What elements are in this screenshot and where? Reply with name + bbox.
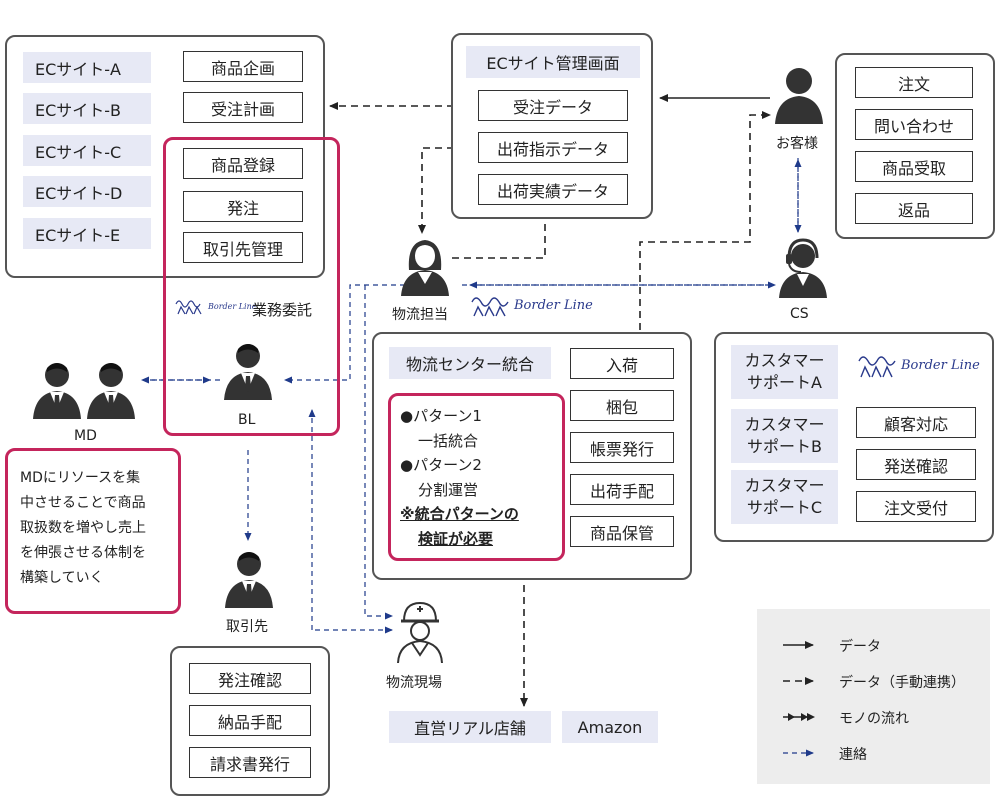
bl-person-icon — [224, 344, 272, 400]
border-line-logo: Border Line — [174, 296, 257, 316]
md-person-icon — [33, 363, 81, 419]
legend-panel: データ データ（手動連携） モノの流れ 連絡 — [757, 609, 990, 784]
cs-team: カスタマーサポートA — [731, 345, 838, 399]
border-line-logo: Border Line — [857, 351, 980, 379]
bl-task-box: 発注 — [183, 191, 303, 222]
cattle-logo-icon — [471, 297, 509, 317]
customer-action-box: 注文 — [855, 67, 973, 98]
bl-highlight-frame — [163, 137, 340, 436]
supplier-label: 取引先 — [226, 619, 268, 635]
logo-wordmark: Border Line — [514, 297, 593, 313]
customer-action-box: 商品受取 — [855, 151, 973, 182]
customer-person-icon — [775, 68, 823, 124]
legend-label: データ — [839, 639, 881, 655]
md-note-frame — [5, 448, 181, 614]
ec-admin-data-box: 受注データ — [478, 90, 628, 121]
bl-label: BL — [238, 412, 256, 428]
legend-symbols — [783, 641, 815, 757]
field-worker-label: 物流現場 — [386, 675, 442, 691]
md-label: MD — [74, 428, 97, 444]
cs-label: CS — [790, 306, 809, 322]
cs-task-box: 注文受付 — [856, 491, 976, 522]
connector-center-customer — [639, 111, 771, 330]
supplier-task-box: 納品手配 — [189, 705, 311, 736]
customer-action-box: 返品 — [855, 193, 973, 224]
supplier-task-box: 発注確認 — [189, 663, 311, 694]
ec-site-item: ECサイト-C — [23, 135, 151, 166]
channel-store: 直営リアル店舗 — [389, 711, 551, 743]
center-task-box: 帳票発行 — [570, 432, 674, 463]
ec-site-item: ECサイト-E — [23, 218, 151, 249]
connector-tanto-bl — [284, 284, 405, 384]
cs-team: カスタマーサポートC — [731, 470, 838, 524]
cattle-logo-icon — [858, 356, 896, 378]
legend-label: 連絡 — [839, 747, 867, 763]
center-task-box: 入荷 — [570, 348, 674, 379]
ec-admin-data-box: 出荷指示データ — [478, 132, 628, 163]
cs-team: カスタマーサポートB — [731, 409, 838, 463]
bl-task-box: 商品企画 — [183, 51, 303, 82]
customer-action-box: 問い合わせ — [855, 109, 973, 140]
md-person-icon — [87, 363, 135, 419]
pattern-text: ●パターン1 一括統合 ●パターン2 分割運営 ※統合パターンの 検証が必要 — [400, 404, 519, 551]
border-line-logo: Border Line — [470, 292, 593, 318]
bl-task-box: 受注計画 — [183, 92, 303, 123]
headset-agent-icon — [779, 238, 827, 298]
center-task-box: 商品保管 — [570, 516, 674, 547]
connector-tanto-genba — [364, 285, 393, 620]
worker-helmet-icon — [396, 601, 444, 663]
ec-site-item: ECサイト-A — [23, 52, 151, 83]
supplier-task-box: 請求書発行 — [189, 747, 311, 778]
md-note-text: MDにリソースを集中させることで商品取扱数を増やし売上を伸張させる体制を構築して… — [20, 470, 146, 586]
logistics-staff-icon — [401, 240, 449, 296]
customer-label: お客様 — [776, 136, 818, 152]
cattle-logo-icon — [175, 300, 202, 315]
cs-task-box: 顧客対応 — [856, 407, 976, 438]
ec-admin-data-box: 出荷実績データ — [478, 174, 628, 205]
cs-task-box: 発送確認 — [856, 449, 976, 480]
legend-label: データ（手動連携） — [839, 675, 965, 691]
ec-site-item: ECサイト-B — [23, 93, 151, 124]
bl-task-box: 取引先管理 — [183, 232, 303, 263]
center-task-box: 出荷手配 — [570, 474, 674, 505]
logistics-staff-label: 物流担当 — [392, 307, 448, 323]
legend-line-goods — [783, 713, 815, 721]
logo-wordmark: Border Line — [901, 357, 980, 373]
logistics-center-title: 物流センター統合 — [389, 347, 551, 379]
logo-wordmark: Border Line — [208, 301, 257, 311]
pattern-note: 検証が必要 — [418, 529, 494, 548]
pattern-note: ※統合パターンの — [400, 505, 519, 523]
center-task-box: 梱包 — [570, 390, 674, 421]
supplier-person-icon — [225, 552, 273, 608]
channel-amazon: Amazon — [562, 711, 658, 743]
gyomu-itaku-label: 業務委託 — [252, 301, 313, 319]
connector-tanto-to-admin — [452, 209, 549, 259]
bl-task-box: 商品登録 — [183, 148, 303, 179]
ec-site-item: ECサイト-D — [23, 176, 151, 207]
legend-label: モノの流れ — [839, 711, 909, 727]
pattern-frame — [388, 393, 565, 561]
ec-admin-title: ECサイト管理画面 — [466, 46, 640, 78]
